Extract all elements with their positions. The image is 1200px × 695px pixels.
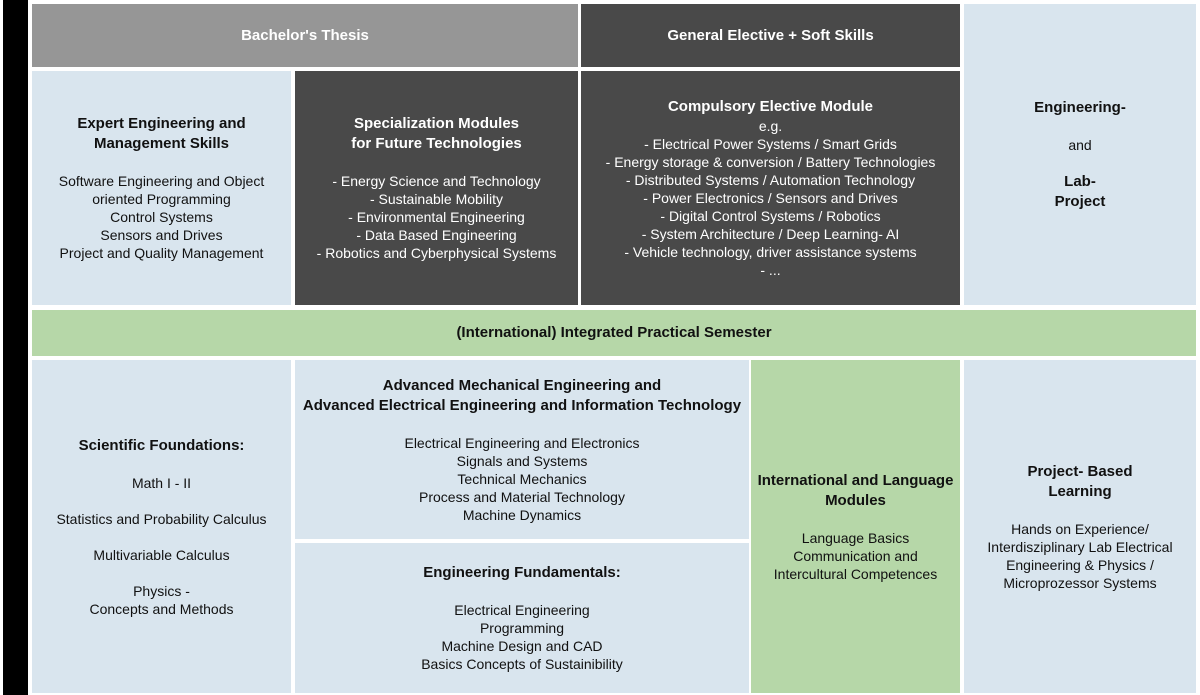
engineering-fundamentals-title: Engineering Fundamentals: [423, 564, 621, 581]
list-item: Programming [479, 620, 564, 636]
list-item: - Energy Science and Technology [332, 173, 541, 189]
list-item: Concepts and Methods [89, 600, 234, 617]
engineering-fundamentals-box: Engineering Fundamentals: Electrical Eng… [295, 543, 749, 693]
general-elective-box: General Elective + Soft Skills [581, 4, 960, 67]
list-item: e.g. [758, 118, 783, 134]
compulsory-elective-list: e.g. - Electrical Power Systems / Smart … [606, 117, 936, 279]
list-item: Language Basics [801, 529, 910, 546]
list-item: - Energy storage & conversion / Battery … [605, 154, 936, 170]
advanced-engineering-title: Advanced Mechanical Engineering and Adva… [302, 376, 742, 414]
list-item: Engineering & Physics / [1006, 556, 1154, 573]
expert-engineering-box: Expert Engineering and Management Skills… [32, 71, 291, 305]
list-item: Interdisziplinary Lab Electrical [987, 538, 1173, 555]
lab-project-box: Engineering- and Lab- Project [964, 4, 1196, 305]
list-item: Multivariable Calculus [93, 546, 230, 563]
list-item: - Robotics and Cyberphysical Systems [316, 245, 557, 261]
list-item: Microprozessor Systems [1003, 574, 1157, 591]
list-item: - Power Electronics / Sensors and Drives [643, 190, 898, 206]
list-item: - System Architecture / Deep Learning- A… [641, 226, 900, 242]
list-item: - Data Based Engineering [356, 227, 517, 243]
practical-semester-title: (International) Integrated Practical Sem… [456, 324, 772, 341]
lab-project-line3: Lab- [1064, 172, 1096, 190]
advanced-engineering-list: Electrical Engineering and Electronics S… [404, 434, 639, 524]
list-item: Process and Material Technology [419, 488, 625, 505]
lab-project-line1: Engineering- [1034, 98, 1126, 116]
compulsory-elective-box: Compulsory Elective Module e.g. - Electr… [581, 71, 960, 305]
list-item: Signals and Systems [456, 452, 588, 469]
list-item: Math I - II [131, 474, 192, 491]
lab-project-line2: and [1068, 136, 1092, 153]
specialization-modules-box: Specialization Modules for Future Techno… [295, 71, 578, 305]
list-item: Sensors and Drives [100, 227, 223, 243]
list-item: - ... [760, 262, 781, 278]
scientific-foundations-title: Scientific Foundations: [78, 436, 245, 454]
lab-project-line4: Project [1054, 192, 1106, 210]
project-based-learning-box: Project- Based Learning Hands on Experie… [964, 360, 1196, 693]
bachelors-thesis-title: Bachelor's Thesis [241, 26, 369, 44]
compulsory-elective-title: Compulsory Elective Module [667, 98, 874, 115]
list-item: Technical Mechanics [457, 470, 587, 487]
list-item: Basics Concepts of Sustainibility [421, 656, 623, 672]
list-item: Control Systems [110, 209, 213, 225]
list-item: - Environmental Engineering [348, 209, 525, 225]
practical-semester-band: (International) Integrated Practical Sem… [32, 310, 1196, 356]
list-item: - Electrical Power Systems / Smart Grids [644, 136, 897, 152]
list-item: Project and Quality Management [59, 245, 264, 261]
list-item: Physics - [133, 582, 190, 599]
bachelors-thesis-box: Bachelor's Thesis [32, 4, 578, 67]
list-item: Statistics and Probability Calculus [56, 510, 267, 527]
engineering-fundamentals-list: Electrical Engineering Programming Machi… [421, 601, 623, 673]
left-black-bar [3, 0, 28, 695]
specialization-modules-list: - Energy Science and Technology - Sustai… [317, 172, 557, 262]
expert-engineering-title: Expert Engineering and Management Skills [77, 115, 246, 152]
list-item: - Distributed Systems / Automation Techn… [625, 172, 916, 188]
list-item: Intercultural Competences [773, 565, 938, 582]
general-elective-title: General Elective + Soft Skills [667, 26, 874, 44]
list-item: Machine Dynamics [462, 506, 582, 523]
expert-engineering-list: Software Engineering and Object oriented… [59, 172, 264, 262]
language-modules-title: International and Language Modules [757, 471, 954, 509]
language-modules-list: Language Basics Communication and Interc… [774, 529, 937, 583]
list-item: - Sustainable Mobility [369, 191, 504, 207]
list-item: oriented Programming [92, 191, 231, 207]
list-item: Software Engineering and Object [58, 173, 265, 189]
project-based-learning-list: Hands on Experience/ Interdisziplinary L… [987, 520, 1172, 592]
project-based-learning-title: Project- Based Learning [1027, 462, 1133, 500]
list-item: Electrical Engineering and Electronics [404, 434, 640, 451]
list-item: Machine Design and CAD [441, 638, 603, 654]
list-item: Electrical Engineering [454, 602, 590, 618]
list-item: - Vehicle technology, driver assistance … [624, 244, 917, 260]
list-item: Communication and [793, 547, 918, 564]
specialization-modules-title: Specialization Modules for Future Techno… [351, 115, 522, 152]
list-item: - Digital Control Systems / Robotics [660, 208, 881, 224]
list-item: Hands on Experience/ [1011, 520, 1149, 537]
language-modules-box: International and Language Modules Langu… [751, 360, 960, 693]
advanced-engineering-box: Advanced Mechanical Engineering and Adva… [295, 360, 749, 539]
scientific-foundations-box: Scientific Foundations: Math I - II Stat… [32, 360, 291, 693]
